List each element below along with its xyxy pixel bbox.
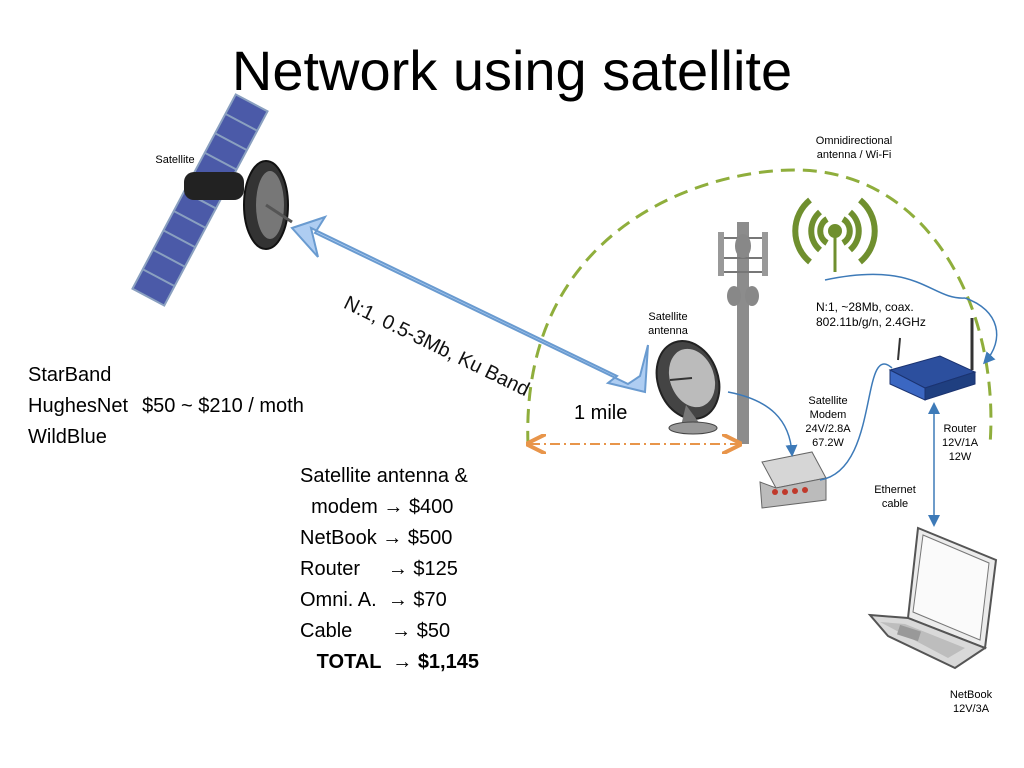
router-label: Router 12V/1A 12W (941, 423, 979, 463)
link-arrow (290, 215, 649, 394)
wifi-spec-label: N:1, ~28Mb, coax. 802.11b/g/n, 2.4GHz (816, 300, 926, 329)
netbook-label: NetBook 12V/3A (949, 689, 993, 715)
satellite-antenna-label: Satellite antenna (648, 311, 688, 337)
slide-title: Network using satellite (231, 39, 793, 102)
modem-label: Satellite Modem 24V/2.8A 67.2W (805, 395, 851, 449)
cost-item: Router → $125 (300, 558, 458, 580)
provider-item: WildBlue (28, 426, 107, 448)
arrow-icon: → (383, 496, 404, 518)
cell-tower-icon (718, 222, 768, 444)
cost-item: Cable → $50 (300, 620, 451, 642)
arrow-icon: → (391, 620, 412, 642)
provider-item: HughesNet$50 ~ $210 / moth (28, 395, 304, 417)
wifi-antenna-icon (792, 197, 878, 272)
cable-lines (727, 273, 998, 527)
satellite-icon (131, 93, 293, 307)
satellite-dish-icon (655, 340, 721, 435)
cost-item: Omni. A. → $70 (300, 589, 447, 611)
modem-icon (759, 451, 827, 509)
omni-antenna-label: Omnidirectional antenna / Wi-Fi (815, 135, 893, 161)
provider-list: StarBand HughesNet$50 ~ $210 / moth Wild… (28, 360, 304, 453)
ethernet-label: Ethernet cable (874, 484, 916, 510)
netbook-icon (867, 526, 998, 670)
arrow-icon: → (387, 589, 408, 611)
cost-item: modem → $400 (300, 496, 454, 518)
distance-label: 1 mile (574, 402, 628, 424)
arrow-icon: → (392, 651, 413, 673)
provider-item: StarBand (28, 364, 112, 386)
arrow-icon: → (382, 527, 403, 549)
cost-item: Satellite antenna & (300, 465, 468, 487)
coverage-dome (526, 168, 993, 446)
provider-price: $50 ~ $210 / moth (142, 395, 304, 417)
satellite-label: Satellite (155, 154, 195, 166)
cost-item: NetBook → $500 (300, 527, 453, 549)
router-icon (888, 318, 977, 401)
cost-total: TOTAL → $1,145 (316, 651, 479, 673)
arrow-icon: → (387, 558, 408, 580)
cost-list: Satellite antenna & modem → $400 NetBook… (300, 461, 479, 678)
